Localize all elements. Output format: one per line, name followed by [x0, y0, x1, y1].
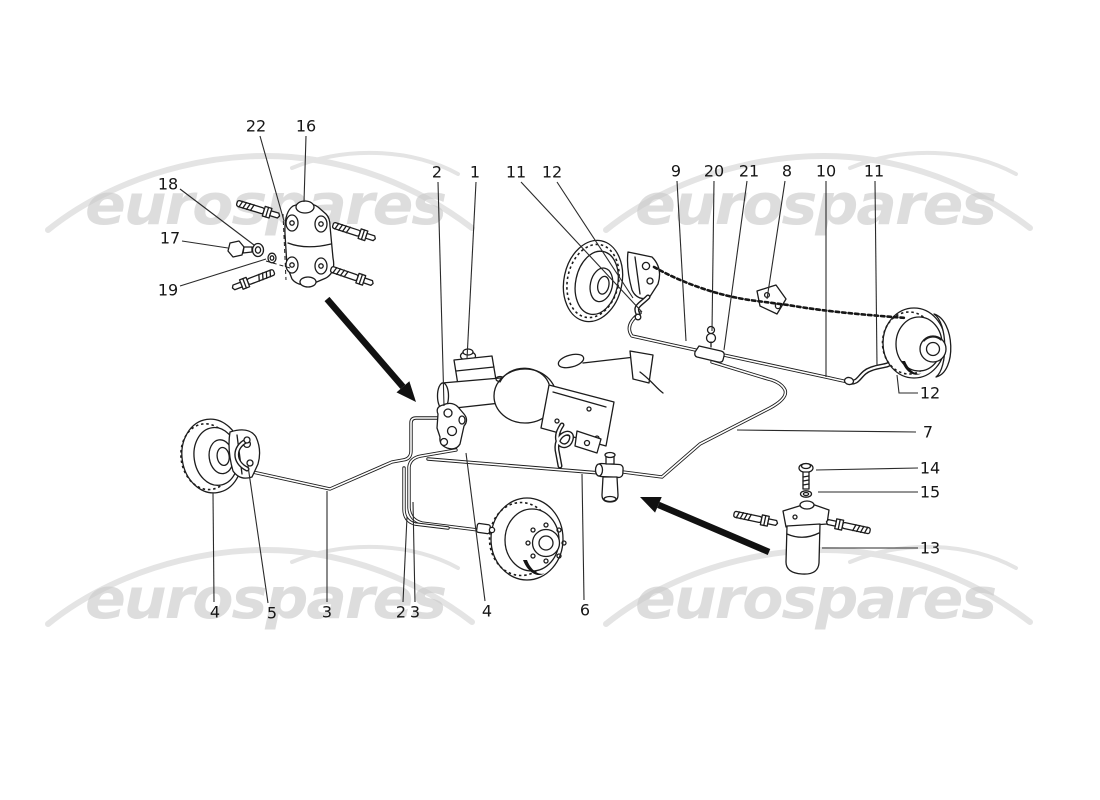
tee-fitting-valve	[594, 451, 624, 503]
leader-line-4	[465, 452, 486, 602]
valve-stud-bolt	[328, 263, 376, 289]
part-number-2: 2	[396, 603, 406, 622]
leader-line-21	[723, 180, 748, 351]
part-number-6: 6	[580, 601, 590, 620]
part-number-2: 2	[432, 163, 442, 182]
part-number-8: 8	[782, 162, 792, 181]
cable-bracket	[756, 284, 787, 315]
leader-line-5	[247, 465, 269, 604]
leader-line-2	[402, 516, 408, 603]
part-number-7: 7	[923, 423, 933, 442]
part-number-3: 3	[410, 603, 420, 622]
brake-pedal-linkage	[557, 350, 664, 394]
leader-line-12	[556, 181, 634, 299]
valve-body	[785, 523, 821, 575]
leader-line-3	[412, 501, 416, 603]
leader-line-12	[896, 374, 918, 394]
part-number-21: 21	[739, 162, 759, 181]
rear-right-brake-disc	[881, 307, 952, 379]
front-left-caliper	[228, 429, 261, 479]
part-number-4: 4	[210, 603, 220, 622]
part-number-11: 11	[864, 162, 884, 181]
rear-right-brake-hose	[846, 359, 895, 385]
part-number-17: 17	[160, 229, 180, 248]
leader-line-6	[581, 473, 585, 601]
part-number-10: 10	[816, 162, 836, 181]
line-artwork	[180, 197, 952, 581]
handbrake-cable	[652, 265, 908, 320]
leader-line-22	[259, 135, 285, 222]
leader-line-11	[520, 181, 643, 313]
leader-line-11	[874, 180, 878, 367]
pipe-junction-block	[436, 402, 468, 450]
valve-fitting-bolt	[824, 516, 872, 537]
leader-line-16	[303, 135, 307, 203]
part-number-15: 15	[920, 483, 940, 502]
leader-line-19	[179, 258, 267, 287]
part-number-22: 22	[246, 117, 266, 136]
leader-line-14	[815, 467, 919, 471]
valve-stud-bolt	[230, 266, 277, 294]
part-number-20: 20	[704, 162, 724, 181]
leader-line-17	[181, 240, 229, 249]
part-number-16: 16	[296, 117, 316, 136]
watermark-texts: eurospares eurospares eurospares eurospares	[85, 173, 998, 632]
part-number-11: 11	[506, 163, 526, 182]
part-number-18: 18	[158, 175, 178, 194]
leader-line-9	[676, 180, 687, 342]
leader-line-8	[766, 180, 786, 300]
part-number-4: 4	[482, 602, 492, 621]
arrow-to-junction-head	[396, 381, 416, 402]
leader-line-20	[711, 180, 715, 332]
front-left-brake-disc	[180, 418, 261, 494]
master-cylinder-and-booster	[436, 348, 664, 469]
brake-distribution-valve-exploded	[227, 197, 378, 294]
part-number-12: 12	[542, 163, 562, 182]
rear-tee-fitting-and-clip	[694, 325, 725, 363]
leader-line-4	[212, 492, 215, 603]
pressure-valve-exploded	[732, 462, 872, 575]
leader-line-2	[437, 181, 445, 407]
part-number-14: 14	[920, 459, 940, 478]
part-number-13: 13	[920, 539, 940, 558]
arrow-to-tee-valve-head	[640, 497, 662, 513]
leader-line-1	[466, 181, 477, 360]
leader-line-18	[179, 188, 255, 246]
watermark-text-3: eurospares	[85, 567, 446, 632]
servo-hose	[554, 422, 574, 469]
part-number-19: 19	[158, 281, 178, 300]
valve-fitting-bolt	[732, 508, 780, 529]
front-right-brake-disc	[475, 497, 567, 581]
rear-left-brake-disc	[562, 239, 661, 323]
watermark-text-1: eurospares	[85, 173, 446, 238]
part-number-5: 5	[267, 604, 277, 623]
hose-fitting	[843, 376, 855, 386]
rear-left-caliper	[626, 251, 661, 300]
valve-bolt-and-washers	[227, 240, 277, 264]
watermark-text-4: eurospares	[635, 567, 996, 632]
arrow-to-junction-shaft	[324, 296, 406, 389]
part-number-9: 9	[671, 162, 681, 181]
washer	[799, 490, 813, 498]
arrow-to-tee-valve-shaft	[657, 501, 771, 555]
part-number-3: 3	[322, 603, 332, 622]
part-number-1: 1	[470, 163, 480, 182]
leader-line-7	[736, 429, 917, 433]
watermark-text-2: eurospares	[635, 173, 996, 238]
pointer-arrows	[324, 296, 771, 555]
part-number-12: 12	[920, 384, 940, 403]
